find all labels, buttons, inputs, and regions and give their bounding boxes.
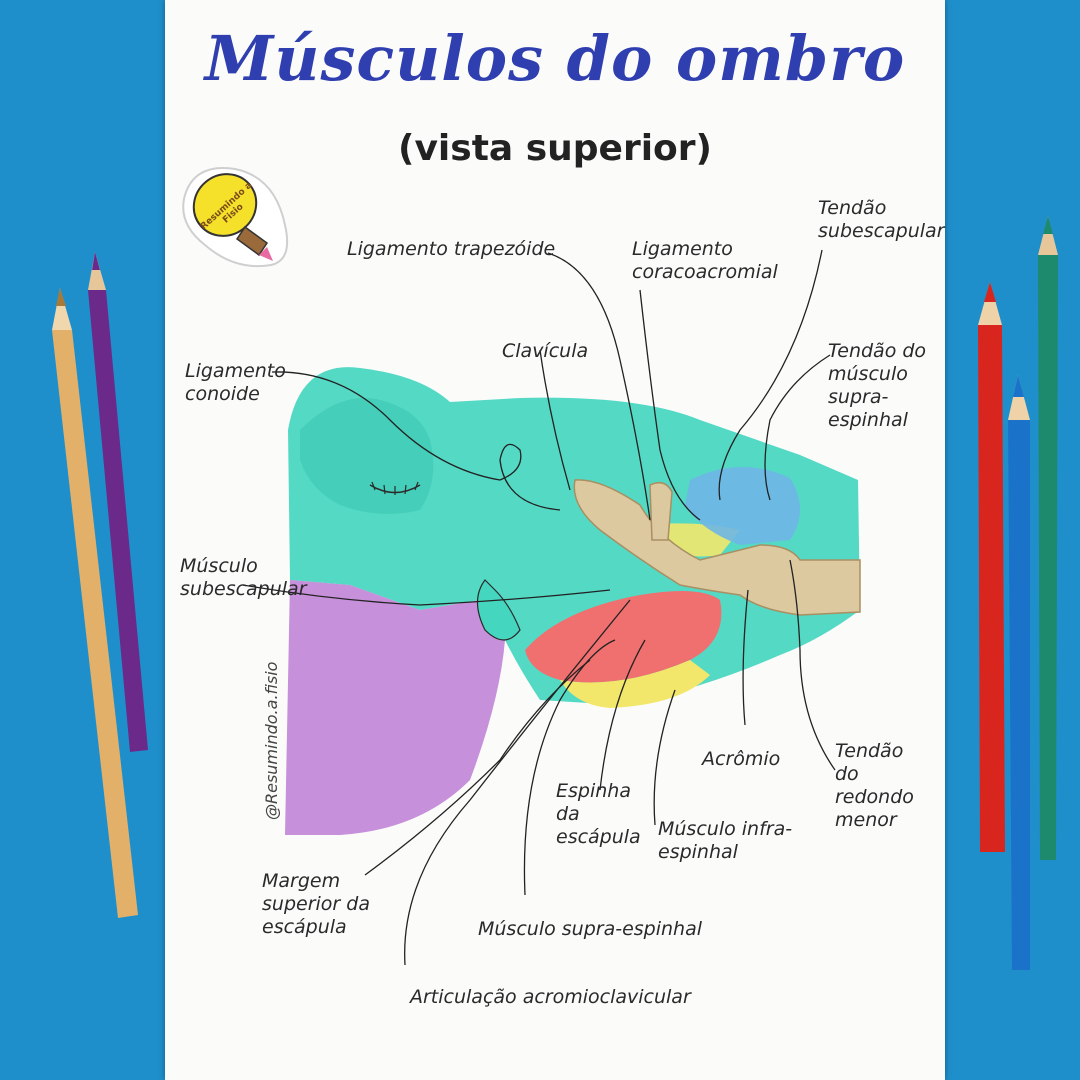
page-title: Músculos do ombro <box>204 22 906 95</box>
pencil-purple <box>88 252 148 752</box>
pencil-red <box>978 282 1005 852</box>
label-ligamento-trapezoide: Ligamento trapezóide <box>347 238 556 260</box>
tendons-blue-region <box>685 466 800 545</box>
label-articulacao: Articulação acromioclavicular <box>410 986 691 1008</box>
pencil-green <box>1038 216 1058 860</box>
label-acromio: Acrômio <box>702 748 781 770</box>
bone-acromion-clavicle <box>573 479 861 616</box>
subscapularis-purple-region <box>285 580 505 835</box>
label-espinha-escapula: Espinha da escápula <box>556 780 641 848</box>
pencil-blue <box>1008 375 1030 970</box>
label-tendao-supra: Tendão do músculo supra-espinhal <box>828 340 927 431</box>
label-margem-superior: Margem superior da escápula <box>262 870 370 938</box>
infraspinatus-red-region <box>525 591 722 683</box>
label-musculo-supra: Músculo supra-espinhal <box>478 918 703 940</box>
label-tendao-subescapular: Tendão subescapular <box>818 197 945 242</box>
label-musculo-subescapular: Músculo subescapular <box>180 555 307 600</box>
label-clavicula: Clavícula <box>502 340 589 362</box>
label-ligamento-conoide: Ligamento conoide <box>185 360 286 405</box>
lightbulb-sticker-icon <box>182 167 289 268</box>
label-ligamento-coracoacromial: Ligamento coracoacromial <box>632 238 778 283</box>
watermark: @Resumindo.a.fisio <box>262 661 281 820</box>
pencil-orange <box>52 288 138 918</box>
label-musculo-infra: Músculo infra-espinhal <box>658 818 793 863</box>
page-subtitle: (vista superior) <box>398 128 712 169</box>
label-tendao-redondo: Tendão do redondo menor <box>835 740 914 831</box>
